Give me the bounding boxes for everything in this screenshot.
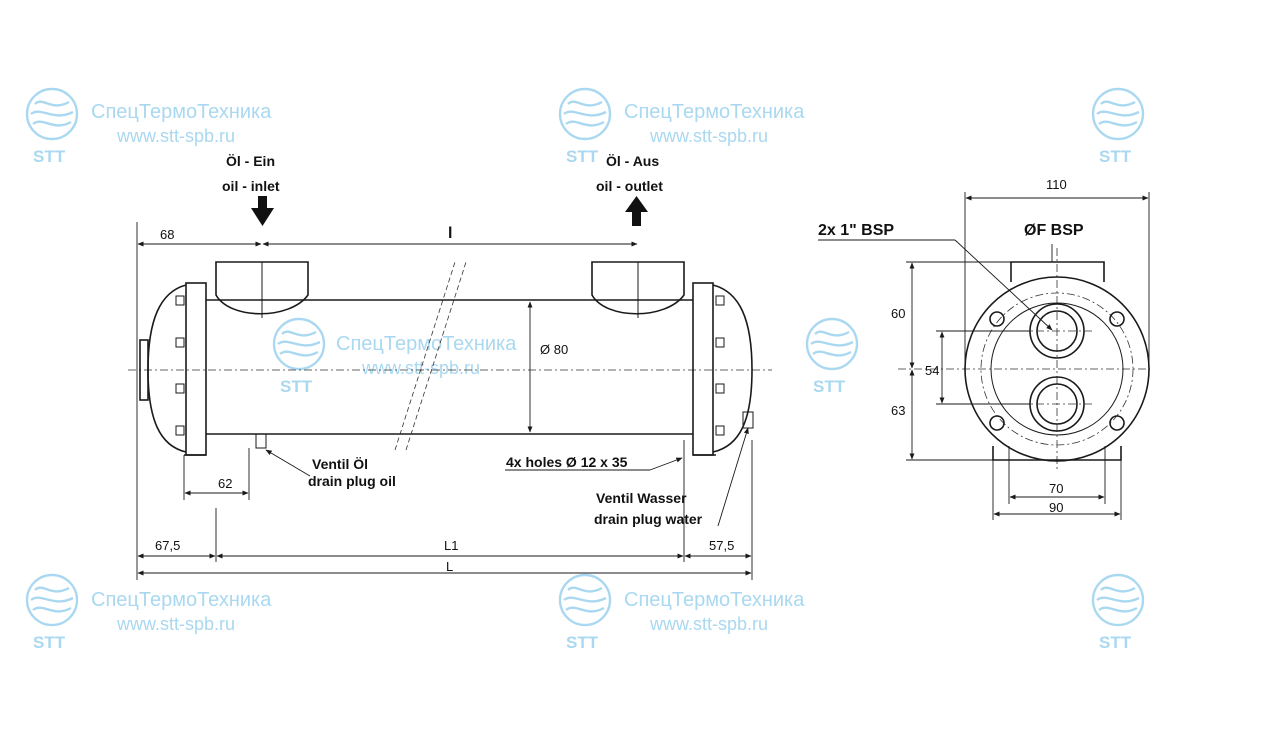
dim-60: 60 [891, 306, 905, 321]
watermark-logo-text: STT [1099, 147, 1132, 166]
bsp-ports-label: 2x 1" BSP [818, 222, 894, 239]
right-flange [692, 282, 714, 456]
drain-oil-label-de: Ventil Öl [312, 456, 368, 472]
dim-67-5: 67,5 [155, 538, 180, 553]
watermark-4: STT СпецТермоТехника www.stt-spb.ru [272, 317, 517, 396]
end-port-boss [1010, 261, 1105, 282]
bolt-hole [1109, 311, 1125, 327]
oil-drain-plug [255, 433, 267, 449]
watermark-company: СпецТермоТехника [624, 589, 805, 611]
drain-oil-label-en: drain plug oil [308, 473, 396, 489]
dim-l: l [448, 225, 452, 242]
watermark-website: www.stt-spb.ru [361, 358, 480, 378]
watermark-7: STT СпецТермоТехника www.stt-spb.ru [558, 573, 805, 652]
end-flange-inner [990, 302, 1124, 436]
watermark-website: www.stt-spb.ru [116, 614, 235, 634]
dim-57-5: 57,5 [709, 538, 734, 553]
left-end-cap [147, 284, 187, 453]
drain-water-label-de: Ventil Wasser [596, 490, 687, 506]
bsp-f-label: ØF BSP [1024, 222, 1084, 239]
watermark-logo-text: STT [1099, 633, 1132, 652]
oil-inlet-label-en: oil - inlet [222, 178, 280, 194]
oil-inlet-port [215, 261, 309, 315]
oil-outlet-label-de: Öl - Aus [606, 153, 659, 169]
dim-L1: L1 [444, 538, 458, 553]
dim-90: 90 [1049, 500, 1063, 515]
watermark-company: СпецТермоТехника [91, 101, 272, 123]
watermark-website: www.stt-spb.ru [649, 126, 768, 146]
end-view: 110 2x 1" BSP ØF BSP 60 63 54 70 90 [818, 177, 1150, 520]
watermark-6: STT СпецТермоТехника www.stt-spb.ru [25, 573, 272, 652]
watermark-group: STT СпецТермоТехника www.stt-spb.ru STT … [25, 87, 1145, 652]
side-view: Öl - Ein oil - inlet Öl - Aus oil - outl… [128, 153, 772, 580]
watermark-logo-text: STT [280, 377, 313, 396]
end-flange-outer [964, 276, 1150, 462]
bolt-hole [989, 415, 1005, 431]
dim-68: 68 [160, 227, 174, 242]
dim-110: 110 [1046, 177, 1067, 192]
watermark-logo-text: STT [566, 633, 599, 652]
bolt-hole [1109, 415, 1125, 431]
watermark-logo-text: STT [813, 377, 846, 396]
watermark-1: STT СпецТермоТехника www.stt-spb.ru [25, 87, 272, 166]
dim-54: 54 [925, 363, 939, 378]
dim-diameter-80: Ø 80 [540, 342, 568, 357]
watermark-company: СпецТермоТехника [624, 101, 805, 123]
watermark-logo-text: STT [566, 147, 599, 166]
left-boss [139, 339, 149, 401]
dim-62: 62 [218, 476, 232, 491]
end-foot [992, 446, 1122, 461]
watermark-logo-text: STT [33, 633, 66, 652]
watermark-8: STT [1091, 573, 1145, 652]
watermark-2: STT СпецТермоТехника www.stt-spb.ru [558, 87, 805, 166]
dim-63: 63 [891, 403, 905, 418]
watermark-website: www.stt-spb.ru [116, 126, 235, 146]
holes-label: 4x holes Ø 12 x 35 [506, 454, 628, 470]
watermark-5: STT [805, 317, 859, 396]
oil-outlet-port [591, 261, 685, 315]
right-end-cap [712, 284, 753, 453]
oil-outlet-label-en: oil - outlet [596, 178, 663, 194]
right-bolts [715, 295, 725, 436]
break-line-2 [405, 261, 467, 451]
oil-inlet-label-de: Öl - Ein [226, 153, 275, 169]
watermark-company: СпецТермоТехника [91, 589, 272, 611]
dim-L: L [446, 559, 453, 574]
break-line-1 [394, 261, 456, 451]
dim-70: 70 [1049, 481, 1063, 496]
watermark-3: STT [1091, 87, 1145, 166]
bolt-hole [989, 311, 1005, 327]
drain-water-label-en: drain plug water [594, 511, 703, 527]
watermark-company: СпецТермоТехника [336, 333, 517, 355]
watermark-logo-text: STT [33, 147, 66, 166]
oil-inlet-arrow-icon [251, 196, 274, 226]
oil-outlet-arrow-icon [625, 196, 648, 226]
left-bolts [175, 295, 185, 436]
watermark-website: www.stt-spb.ru [649, 614, 768, 634]
left-flange [185, 282, 207, 456]
end-bolt-circle [980, 292, 1134, 446]
